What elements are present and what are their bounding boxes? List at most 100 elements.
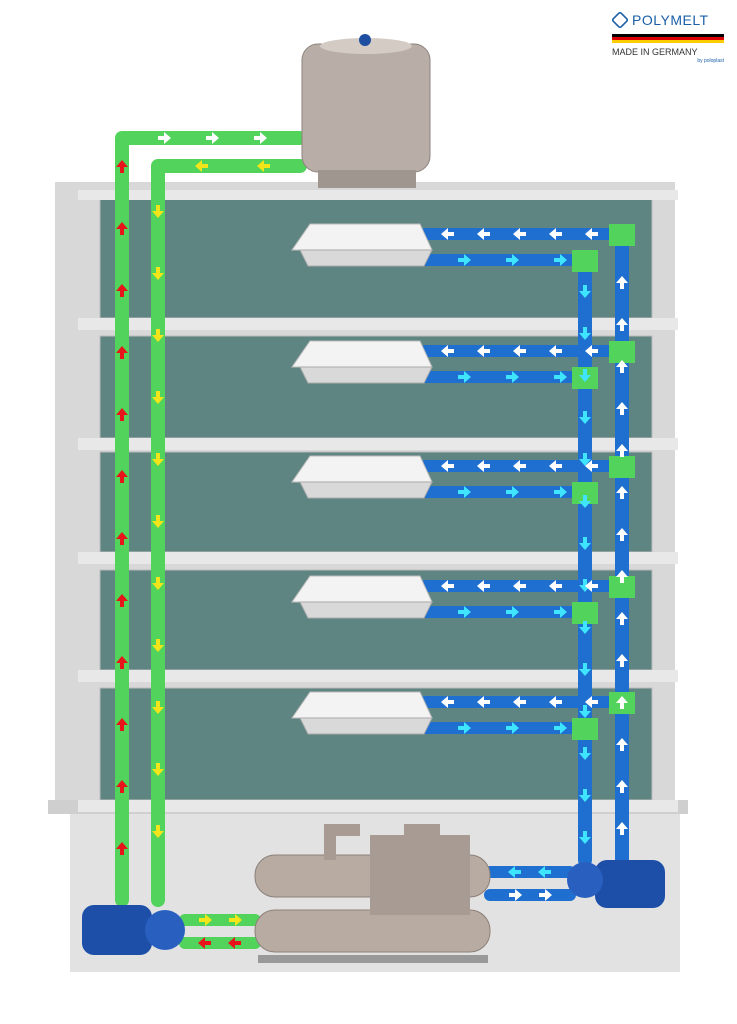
arrow-icon: [549, 580, 562, 592]
arrow-icon: [228, 937, 241, 949]
floor-slab: [78, 318, 678, 330]
arrow-icon: [116, 780, 128, 793]
arrow-icon: [585, 696, 598, 708]
arrow-icon: [116, 532, 128, 545]
arrow-icon: [616, 402, 628, 415]
arrow-icon: [441, 580, 454, 592]
arrow-icon: [554, 486, 567, 498]
arrow-icon: [554, 606, 567, 618]
cassette-grille: [299, 717, 433, 735]
arrow-icon: [116, 284, 128, 297]
arrow-icon: [579, 285, 591, 298]
arrow-icon: [116, 222, 128, 235]
arrow-icon: [549, 460, 562, 472]
arrow-icon: [539, 889, 552, 901]
arrow-icon: [116, 470, 128, 483]
arrow-icon: [616, 822, 628, 835]
ceiling-cassette-unit: [291, 691, 433, 719]
arrow-icon: [579, 411, 591, 424]
arrow-icon: [116, 160, 128, 173]
arrow-icon: [579, 327, 591, 340]
pipe-tee-fitting: [572, 482, 598, 504]
arrow-icon: [116, 656, 128, 669]
by-poloplast: by poloplast: [697, 58, 724, 64]
arrow-icon: [199, 914, 212, 926]
arrow-icon: [538, 866, 551, 878]
arrow-icon: [152, 763, 164, 776]
arrow-icon: [579, 621, 591, 634]
arrow-icon: [254, 132, 267, 144]
arrow-icon: [579, 453, 591, 466]
arrow-icon: [506, 371, 519, 383]
arrow-icon: [513, 228, 526, 240]
arrow-icon: [152, 639, 164, 652]
arrow-icon: [616, 276, 628, 289]
arrow-icon: [579, 789, 591, 802]
arrow-icon: [506, 606, 519, 618]
arrow-icon: [152, 329, 164, 342]
pipe-tee-fitting: [572, 602, 598, 624]
arrow-icon: [116, 842, 128, 855]
arrow-icon: [477, 228, 490, 240]
arrow-icon: [554, 254, 567, 266]
arrow-icon: [477, 580, 490, 592]
arrow-icon: [549, 345, 562, 357]
brand-name: POLYMELT: [632, 12, 709, 28]
arrow-icon: [585, 345, 598, 357]
arrow-icon: [579, 579, 591, 592]
pipe-tee-fitting: [572, 250, 598, 272]
arrow-icon: [616, 486, 628, 499]
arrow-icon: [152, 825, 164, 838]
cassette-grille: [299, 366, 433, 384]
ceiling-cassette-unit: [291, 575, 433, 603]
arrow-icon: [458, 486, 471, 498]
arrow-icon: [152, 577, 164, 590]
arrow-icon: [152, 267, 164, 280]
arrow-icon: [477, 345, 490, 357]
floor-slab: [78, 800, 678, 812]
arrow-icon: [257, 160, 270, 172]
arrow-icon: [229, 914, 242, 926]
arrow-icon: [579, 747, 591, 760]
cassette-grille: [299, 481, 433, 499]
roof-slab: [78, 190, 678, 200]
arrow-icon: [116, 718, 128, 731]
arrow-icon: [579, 537, 591, 550]
arrow-icon: [616, 696, 628, 709]
arrow-icon: [441, 228, 454, 240]
arrow-icon: [198, 937, 211, 949]
arrow-icon: [458, 606, 471, 618]
arrow-icon: [152, 391, 164, 404]
arrow-icon: [554, 722, 567, 734]
cassette-grille: [299, 249, 433, 267]
arrow-icon: [116, 408, 128, 421]
arrow-icon: [509, 889, 522, 901]
pipe-tee-fitting: [572, 718, 598, 740]
tagline: MADE IN GERMANY: [612, 47, 698, 57]
arrow-icon: [549, 696, 562, 708]
arrow-icon: [513, 580, 526, 592]
arrow-icon: [513, 345, 526, 357]
floor-slab: [78, 552, 678, 564]
arrow-icon: [579, 705, 591, 718]
arrow-icon: [579, 663, 591, 676]
arrow-icon: [616, 528, 628, 541]
arrow-icon: [116, 594, 128, 607]
arrow-icon: [579, 495, 591, 508]
arrow-icon: [477, 460, 490, 472]
arrow-icon: [152, 701, 164, 714]
pipe-tee-fitting: [609, 341, 635, 363]
arrow-icon: [152, 453, 164, 466]
cooling-tower: [301, 34, 431, 188]
arrow-icon: [458, 722, 471, 734]
arrow-icon: [579, 369, 591, 382]
arrow-icon: [616, 738, 628, 751]
arrow-icon: [158, 132, 171, 144]
floor-slab: [78, 438, 678, 450]
arrow-icon: [477, 696, 490, 708]
german-flag-bar: [612, 34, 724, 43]
arrow-icon: [616, 570, 628, 583]
chiller: [254, 824, 491, 963]
pump-left: [82, 905, 185, 955]
